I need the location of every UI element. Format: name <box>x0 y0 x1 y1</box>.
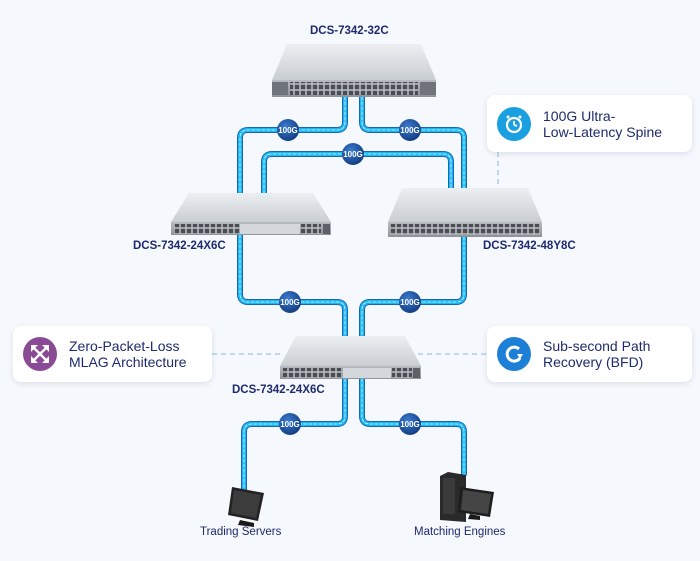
matching-engines-label: Matching Engines <box>414 526 506 538</box>
switch-access[interactable] <box>280 336 421 379</box>
speed-badge-label: 100G <box>400 420 420 429</box>
speed-badge: 100G <box>279 291 301 313</box>
callout-bfd-recovery: Sub-second Path Recovery (BFD) <box>487 326 692 382</box>
speed-badge-label: 100G <box>343 150 363 159</box>
speed-badge: 100G <box>277 119 299 141</box>
cable-link <box>359 234 467 339</box>
callout-text: Sub-second Path Recovery (BFD) <box>543 338 650 370</box>
speed-badge: 100G <box>399 291 421 313</box>
speed-badge-label: 100G <box>400 298 420 307</box>
callout-text: 100G Ultra- Low-Latency Spine <box>543 108 662 140</box>
spine-switch-label: DCS-7342-32C <box>310 25 389 37</box>
access-switch-label: DCS-7342-24X6C <box>232 384 325 396</box>
speed-badge: 100G <box>399 119 421 141</box>
switch-leaf-right[interactable] <box>388 188 542 237</box>
switch-spine[interactable] <box>272 44 436 97</box>
switch-leaf-left[interactable] <box>171 193 331 235</box>
callout-low-latency-spine: 100G Ultra- Low-Latency Spine <box>487 95 692 152</box>
stopwatch-icon <box>497 106 531 141</box>
callout-line1: Sub-second Path <box>543 338 651 354</box>
speed-badge-label: 100G <box>278 126 298 135</box>
callout-line2: MLAG Architecture <box>69 354 187 370</box>
speed-badges: 100G 100G 100G 100G 100G 100G 100G <box>277 119 421 435</box>
workstation-icon[interactable] <box>440 472 494 522</box>
cable-link <box>237 94 348 196</box>
trading-servers-label: Trading Servers <box>200 526 282 538</box>
callout-line2: Recovery (BFD) <box>543 354 644 370</box>
cable-link <box>237 232 348 339</box>
callout-line2: Low-Latency Spine <box>543 123 663 140</box>
callout-text: Zero-Packet-Loss MLAG Architecture <box>69 338 187 370</box>
speed-badge: 100G <box>279 413 301 435</box>
speed-badge-label: 100G <box>280 298 300 307</box>
dashed-leaders <box>212 152 499 355</box>
callout-mlag-architecture: Zero-Packet-Loss MLAG Architecture <box>13 326 212 382</box>
monitor-icon[interactable] <box>228 487 264 527</box>
callout-line1: Zero-Packet-Loss <box>69 338 180 354</box>
leaf-right-switch-label: DCS-7342-48Y8C <box>483 240 576 252</box>
speed-badge-label: 100G <box>280 420 300 429</box>
speed-badge-label: 100G <box>400 126 420 135</box>
speed-badge: 100G <box>342 143 364 165</box>
expand-arrows-icon <box>23 337 57 371</box>
callout-line1: 100G Ultra- <box>543 107 616 124</box>
refresh-icon <box>497 337 531 371</box>
speed-badge: 100G <box>399 413 421 435</box>
leaf-left-switch-label: DCS-7342-24X6C <box>133 240 226 252</box>
